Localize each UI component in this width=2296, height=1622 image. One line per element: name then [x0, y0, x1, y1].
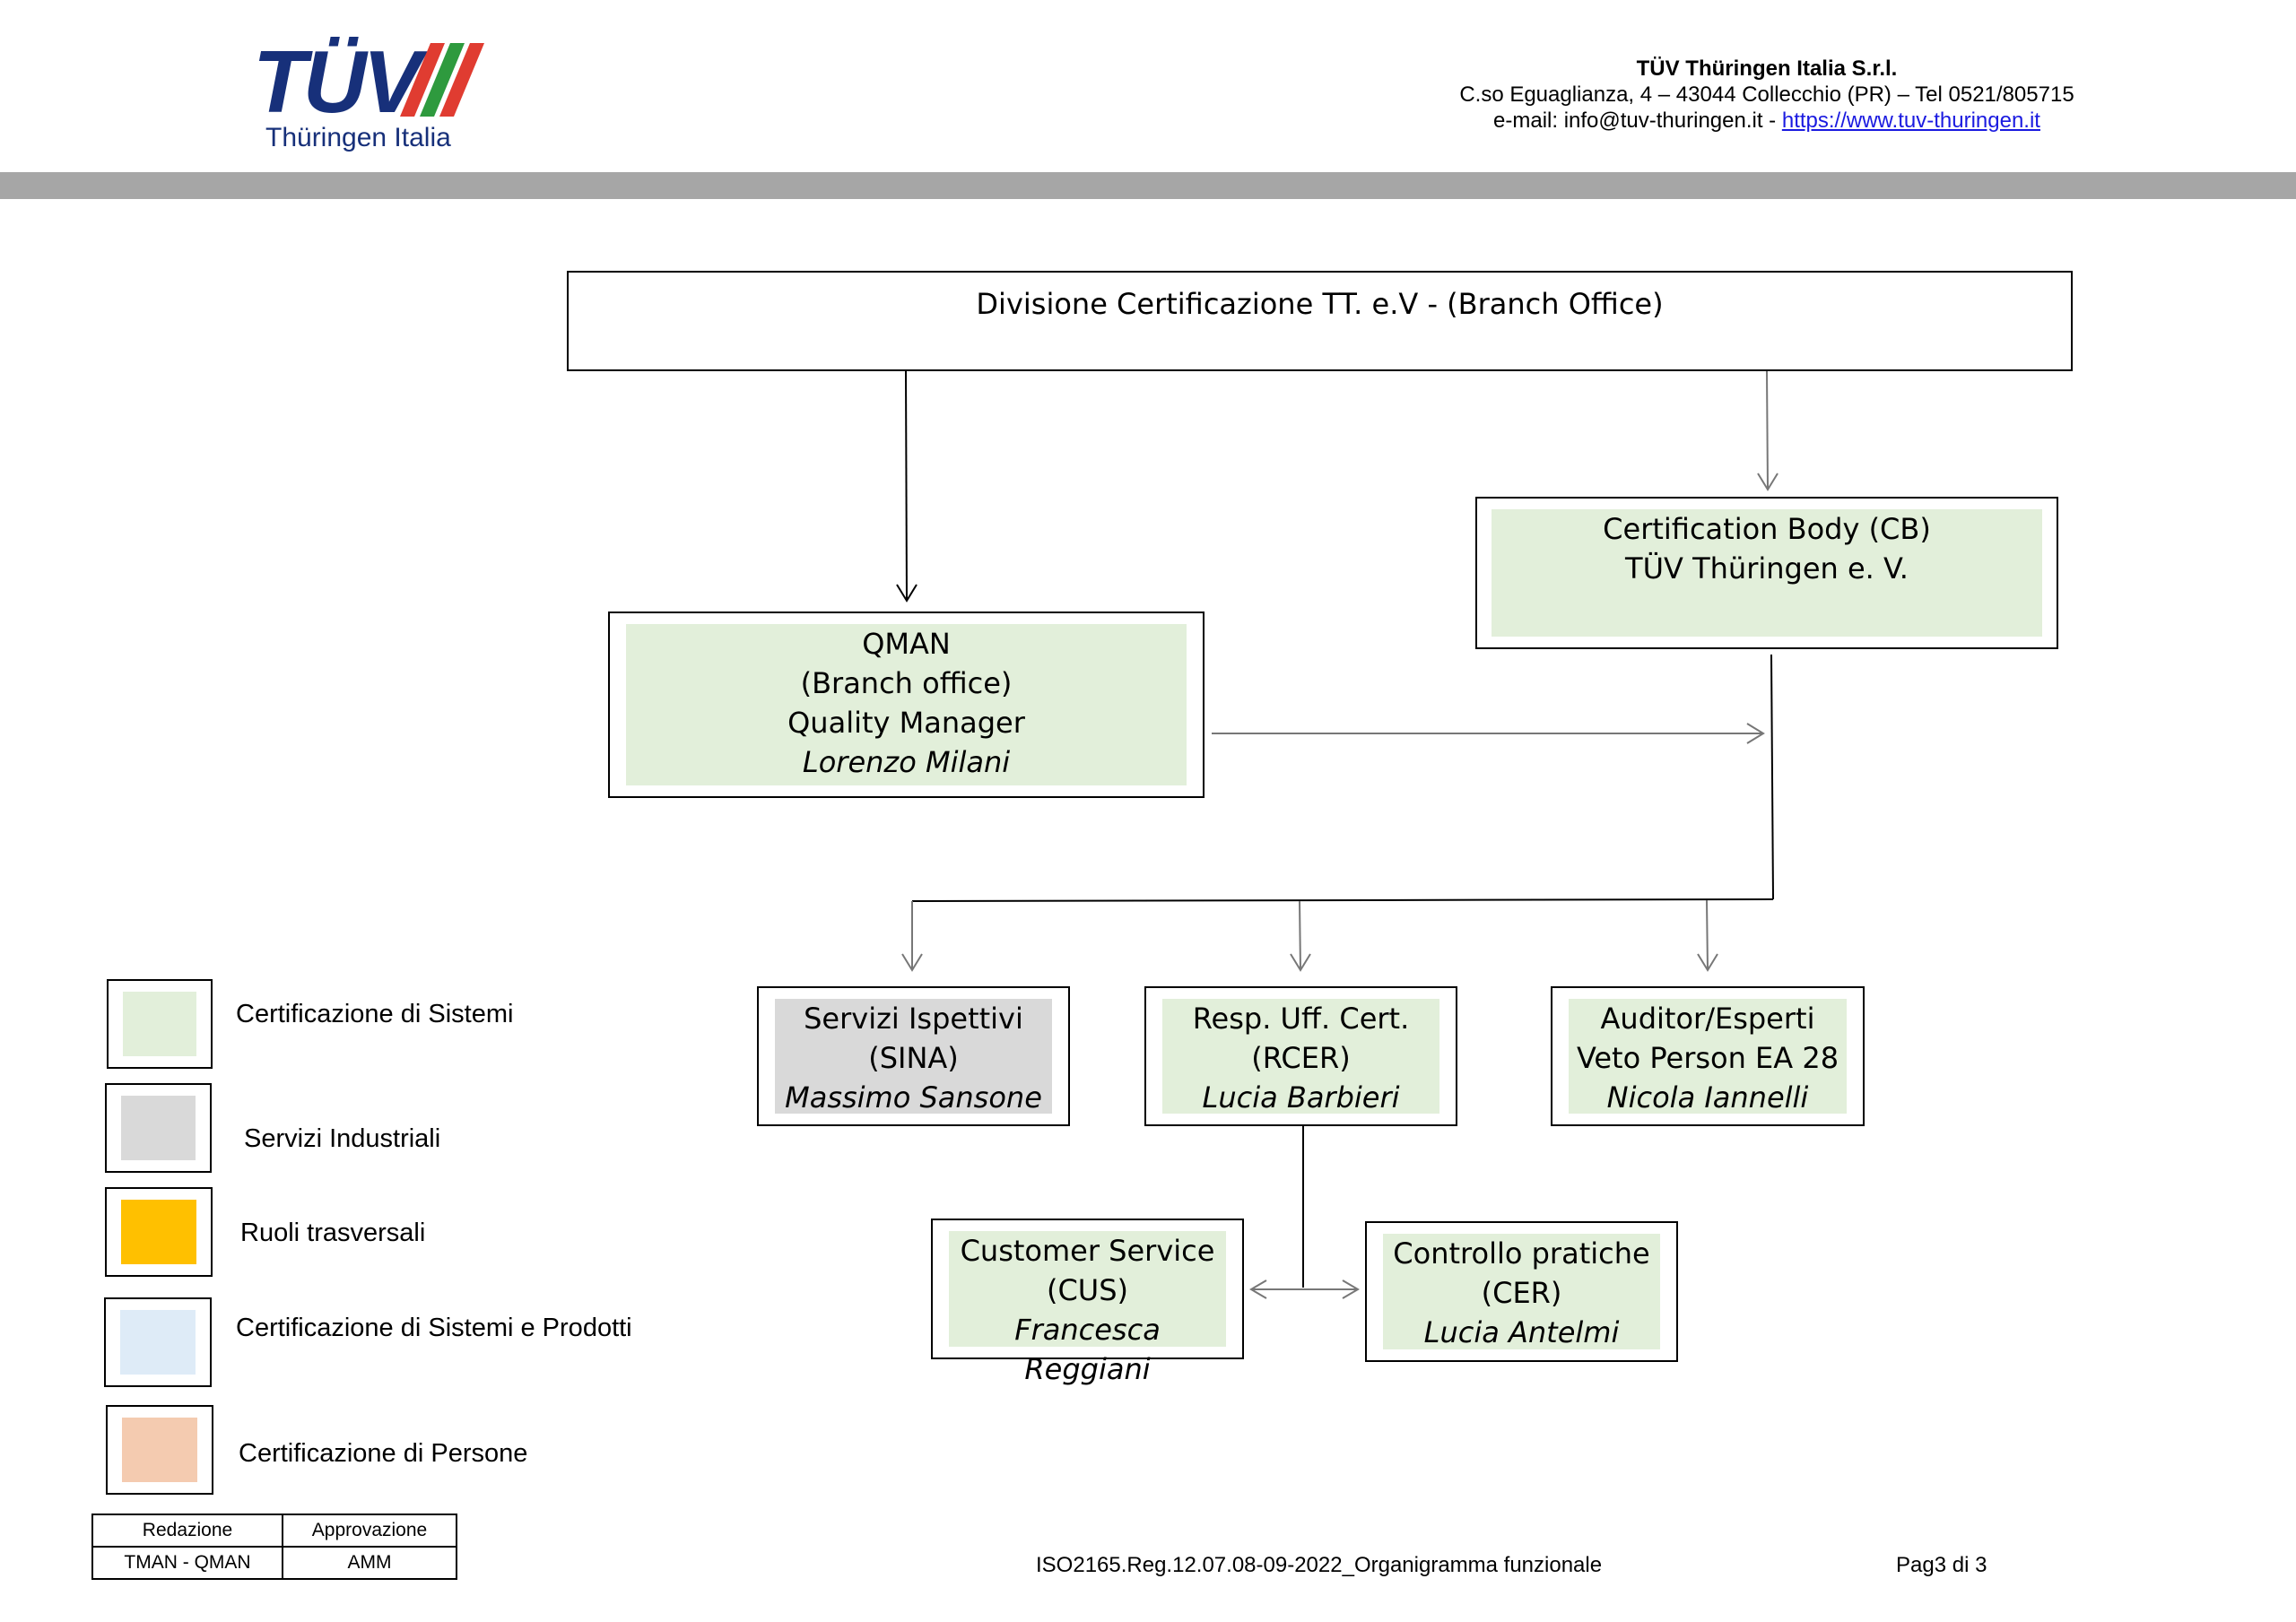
legend-swatch-servizi	[105, 1083, 212, 1173]
cer-person: Lucia Antelmi	[1423, 1315, 1620, 1349]
legend-swatch-sistemi	[107, 979, 213, 1069]
connector-division-qman	[905, 370, 908, 602]
legend-label-ruoli: Ruoli trasversali	[240, 1219, 426, 1247]
arrowhead-qman-cb	[1746, 723, 1765, 744]
company-email: e-mail: info@tuv-thuringen.it -	[1493, 108, 1782, 133]
legend-fill-prodotti	[120, 1310, 196, 1375]
approval-value-approvazione: AMM	[282, 1546, 457, 1580]
sina-person: Massimo Sansone	[785, 1080, 1042, 1115]
cus-box-fill: Customer Service (CUS) Francesca Reggian…	[949, 1231, 1226, 1386]
auditor-veto: Veto Person EA 28	[1576, 1041, 1839, 1075]
legend-fill-persone	[122, 1418, 197, 1482]
arrowhead-cus	[1249, 1279, 1267, 1299]
company-website-link[interactable]: https://www.tuv-thuringen.it	[1781, 108, 2040, 133]
logo-wordmark: TÜV	[253, 32, 422, 131]
legend-fill-sistemi	[123, 992, 196, 1056]
cer-title: Controllo pratiche	[1393, 1236, 1650, 1271]
legend-swatch-ruoli	[105, 1187, 213, 1277]
auditor-box-fill: Auditor/Esperti Veto Person EA 28 Nicola…	[1569, 999, 1847, 1115]
approval-table: Redazione Approvazione TMAN - QMAN AMM	[91, 1514, 457, 1580]
cb-organization: TÜV Thüringen e. V.	[1625, 551, 1909, 585]
cus-title: Customer Service	[960, 1234, 1215, 1268]
company-address: C.so Eguaglianza, 4 – 43044 Collecchio (…	[1459, 82, 2074, 107]
connector-cb-bus	[1770, 654, 1774, 900]
connector-division-cb	[1766, 370, 1769, 490]
arrowhead-cb	[1757, 473, 1779, 491]
connector-bus	[911, 898, 1774, 902]
approval-value-redazione: TMAN - QMAN	[91, 1546, 283, 1580]
approval-value-row: TMAN - QMAN AMM	[91, 1546, 457, 1580]
cus-person: Francesca Reggiani	[1014, 1313, 1161, 1386]
rcer-box: Resp. Uff. Cert. (RCER) Lucia Barbieri	[1144, 986, 1457, 1126]
rcer-title: Resp. Uff. Cert.	[1192, 1002, 1410, 1036]
sina-box-fill: Servizi Ispettivi (SINA) Massimo Sansone	[775, 999, 1052, 1115]
arrowhead-cer	[1342, 1279, 1360, 1299]
rcer-person: Lucia Barbieri	[1202, 1080, 1400, 1115]
legend-swatch-prodotti	[104, 1297, 212, 1387]
approval-header-approvazione: Approvazione	[282, 1514, 457, 1548]
footer-page-number: Pag3 di 3	[1896, 1553, 1987, 1577]
footer-document-reference: ISO2165.Reg.12.07.08-09-2022_Organigramm…	[1036, 1553, 1603, 1577]
cb-box: Certification Body (CB) TÜV Thüringen e.…	[1475, 497, 2058, 649]
auditor-person: Nicola Iannelli	[1606, 1080, 1809, 1115]
cer-code: (CER)	[1481, 1276, 1562, 1310]
legend-label-servizi: Servizi Industriali	[244, 1124, 441, 1153]
division-label: Divisione Certificazione TT. e.V - (Bran…	[976, 287, 1664, 321]
cb-box-fill: Certification Body (CB) TÜV Thüringen e.…	[1492, 509, 2042, 637]
qman-person: Lorenzo Milani	[802, 745, 1011, 779]
cus-code: (CUS)	[1046, 1273, 1129, 1307]
qman-box: QMAN (Branch office) Quality Manager Lor…	[608, 612, 1205, 798]
legend-label-sistemi: Certificazione di Sistemi	[236, 1000, 514, 1028]
company-info: TÜV Thüringen Italia S.r.l. C.so Eguagli…	[1399, 56, 2135, 134]
qman-box-fill: QMAN (Branch office) Quality Manager Lor…	[626, 624, 1187, 785]
cer-box: Controllo pratiche (CER) Lucia Antelmi	[1365, 1221, 1678, 1362]
auditor-title: Auditor/Esperti	[1600, 1002, 1815, 1036]
legend-fill-ruoli	[121, 1200, 196, 1264]
arrowhead-auditor	[1697, 953, 1718, 972]
company-logo: TÜV Thüringen Italia	[253, 38, 486, 159]
sina-box: Servizi Ispettivi (SINA) Massimo Sansone	[757, 986, 1070, 1126]
division-box: Divisione Certificazione TT. e.V - (Bran…	[567, 271, 2073, 371]
connector-bus-auditor	[1706, 899, 1709, 971]
company-contacts: e-mail: info@tuv-thuringen.it - https://…	[1399, 108, 2135, 134]
rcer-code: (RCER)	[1251, 1041, 1351, 1075]
rcer-box-fill: Resp. Uff. Cert. (RCER) Lucia Barbieri	[1162, 999, 1439, 1115]
sina-code: (SINA)	[868, 1041, 959, 1075]
company-name: TÜV Thüringen Italia S.r.l.	[1636, 56, 1898, 81]
sina-title: Servizi Ispettivi	[804, 1002, 1023, 1036]
auditor-box: Auditor/Esperti Veto Person EA 28 Nicola…	[1551, 986, 1865, 1126]
cus-box: Customer Service (CUS) Francesca Reggian…	[931, 1219, 1244, 1386]
logo-subtitle: Thüringen Italia	[265, 123, 451, 152]
legend-label-persone: Certificazione di Persone	[239, 1439, 528, 1468]
qman-scope: (Branch office)	[800, 666, 1013, 700]
legend-fill-servizi	[121, 1096, 196, 1160]
arrowhead-sina	[901, 953, 923, 972]
qman-title: QMAN	[862, 627, 951, 661]
qman-role: Quality Manager	[787, 706, 1025, 740]
legend-swatch-persone	[106, 1405, 213, 1495]
arrowhead-qman	[896, 584, 918, 603]
logo-stripes-icon	[400, 43, 484, 117]
approval-header-row: Redazione Approvazione	[91, 1514, 457, 1548]
cer-box-fill: Controllo pratiche (CER) Lucia Antelmi	[1383, 1234, 1660, 1349]
approval-header-redazione: Redazione	[91, 1514, 283, 1548]
header-divider-band	[0, 172, 2296, 199]
arrowhead-rcer	[1290, 953, 1311, 972]
cb-title: Certification Body (CB)	[1603, 512, 1931, 546]
legend-label-prodotti: Certificazione di Sistemi e Prodotti	[236, 1314, 632, 1342]
